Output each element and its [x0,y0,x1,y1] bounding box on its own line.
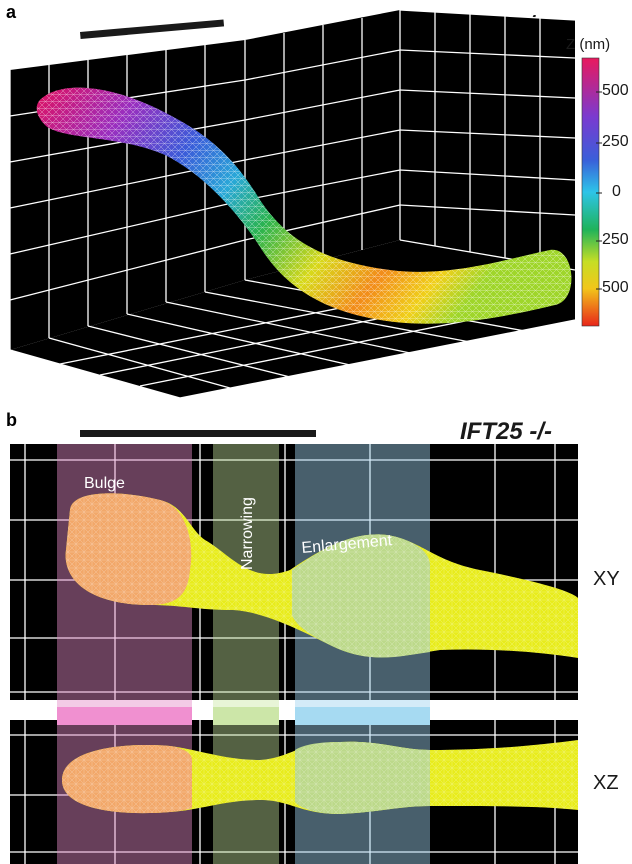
panel-a-scale-bar [80,19,225,39]
panel-a-grid [9,9,576,399]
region-narrowing-strip [213,707,279,725]
panel-a-figure [9,9,602,399]
colorbar-tick-2: 250 [602,133,629,150]
view-label-xy: XY [593,568,620,590]
colorbar-tick-5: 500 [602,279,629,296]
region-label-bulge: Bulge [84,475,125,492]
view-label-xz: XZ [593,772,619,794]
colorbar-tick-1: 500 [602,82,629,99]
xz-cilium-mesh [62,740,578,814]
region-enlargement-strip [295,707,430,725]
colorbar-tick-3: 0 [612,183,621,200]
panel-a-colorbar [581,57,600,327]
region-bulge-strip [57,707,192,725]
region-label-narrowing: Narrowing [239,497,256,570]
colorbar-label: Z (nm) [566,36,611,53]
panel-b-scale-bar [80,430,316,437]
colorbar-tick-4: 250 [602,231,629,248]
panel-b-figure: Bulge Narrowing Enlargement [10,430,578,864]
panel-a-letter: a [6,2,17,22]
panel-b-letter: b [6,410,17,430]
panel-b-title: IFT25 -/- [460,418,553,445]
